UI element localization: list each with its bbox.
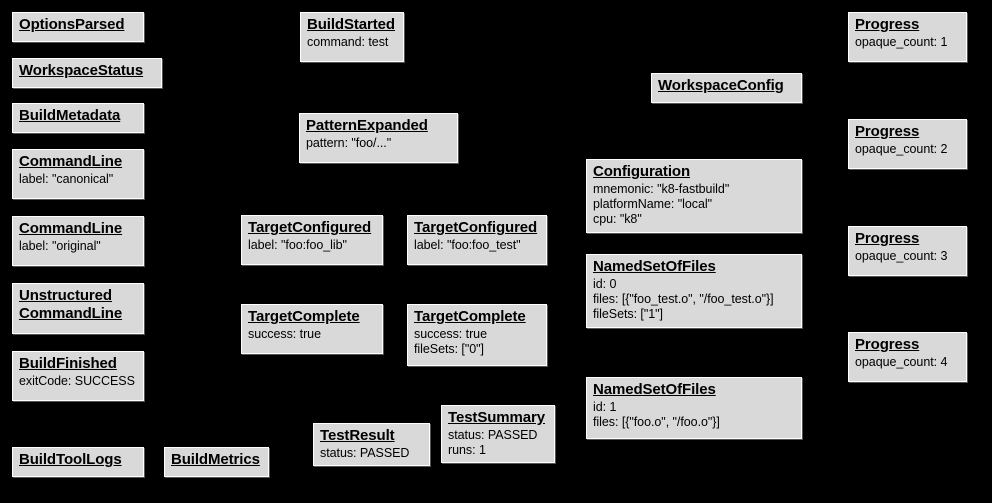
node-field: label: "foo:foo_test": [414, 238, 521, 252]
node-field: command: test: [307, 35, 389, 49]
node-field: opaque_count: 2: [855, 142, 948, 156]
node-title: TestSummary: [448, 409, 545, 426]
node-title: CommandLine: [19, 220, 123, 237]
node-field: id: 1: [593, 400, 617, 414]
node-title: TargetConfigured: [248, 219, 372, 236]
node-fields: exitCode: SUCCESS: [19, 374, 137, 389]
node-title: Progress: [855, 16, 920, 33]
node-build-started[interactable]: BuildStarted command: test: [300, 12, 404, 62]
node-title: TargetComplete: [248, 308, 360, 325]
node-field: label: "original": [19, 239, 101, 253]
node-field: platformName: "local": [593, 197, 712, 211]
node-field: opaque_count: 1: [855, 35, 948, 49]
node-field: files: [{"foo.o", "/foo.o"}]: [593, 415, 720, 429]
node-title: Unstructured CommandLine: [19, 287, 123, 322]
node-progress-1[interactable]: Progress opaque_count: 1: [848, 12, 967, 62]
node-title: BuildFinished: [19, 355, 117, 372]
node-target-complete-foo-lib[interactable]: TargetComplete success: true: [241, 304, 383, 354]
node-title: PatternExpanded: [306, 117, 428, 134]
node-field: id: 0: [593, 277, 617, 291]
node-fields: status: PASSED: [320, 446, 423, 461]
node-field: files: [{"foo_test.o", "/foo_test.o"}]: [593, 292, 774, 306]
node-title: BuildStarted: [307, 16, 395, 33]
node-title: CommandLine: [19, 153, 123, 170]
node-fields: command: test: [307, 35, 397, 50]
node-field: status: PASSED: [320, 446, 410, 460]
node-fields: mnemonic: "k8-fastbuild"platformName: "l…: [593, 182, 795, 227]
node-build-tool-logs[interactable]: BuildToolLogs: [12, 447, 144, 477]
node-field: success: true: [248, 327, 321, 341]
node-target-configured-foo-test[interactable]: TargetConfigured label: "foo:foo_test": [407, 215, 547, 265]
node-title: NamedSetOfFiles: [593, 258, 716, 275]
node-title: Configuration: [593, 163, 691, 180]
node-progress-3[interactable]: Progress opaque_count: 3: [848, 226, 967, 276]
node-title: OptionsParsed: [19, 16, 125, 33]
node-title: TargetComplete: [414, 308, 526, 325]
node-field: opaque_count: 3: [855, 249, 948, 263]
node-progress-4[interactable]: Progress opaque_count: 4: [848, 332, 967, 382]
node-workspace-config[interactable]: WorkspaceConfig: [651, 73, 802, 103]
node-field: status: PASSED: [448, 428, 538, 442]
node-field: cpu: "k8": [593, 212, 642, 226]
node-field: label: "foo:foo_lib": [248, 238, 347, 252]
node-unstructured-command-line[interactable]: Unstructured CommandLine: [12, 283, 144, 334]
node-title: WorkspaceConfig: [658, 77, 784, 94]
node-configuration[interactable]: Configuration mnemonic: "k8-fastbuild"pla…: [586, 159, 802, 233]
node-field: fileSets: ["0"]: [414, 342, 484, 356]
node-fields: opaque_count: 4: [855, 355, 960, 370]
node-title: BuildMetrics: [171, 451, 260, 468]
node-title: Progress: [855, 336, 920, 353]
node-field: fileSets: ["1"]: [593, 307, 663, 321]
node-command-line-original[interactable]: CommandLine label: "original": [12, 216, 144, 266]
node-field: exitCode: SUCCESS: [19, 374, 135, 388]
node-fields: success: true: [248, 327, 376, 342]
node-build-metrics[interactable]: BuildMetrics: [164, 447, 269, 477]
node-title: Progress: [855, 123, 920, 140]
node-options-parsed[interactable]: OptionsParsed: [12, 12, 144, 42]
node-fields: pattern: "foo/...": [306, 136, 451, 151]
node-field: mnemonic: "k8-fastbuild": [593, 182, 730, 196]
node-pattern-expanded[interactable]: PatternExpanded pattern: "foo/...": [299, 113, 458, 163]
node-fields: opaque_count: 3: [855, 249, 960, 264]
node-build-finished[interactable]: BuildFinished exitCode: SUCCESS: [12, 351, 144, 401]
node-field: opaque_count: 4: [855, 355, 948, 369]
node-target-configured-foo-lib[interactable]: TargetConfigured label: "foo:foo_lib": [241, 215, 383, 265]
node-test-result[interactable]: TestResult status: PASSED: [313, 423, 430, 466]
node-fields: opaque_count: 1: [855, 35, 960, 50]
node-fields: label: "foo:foo_lib": [248, 238, 376, 253]
node-field: pattern: "foo/...": [306, 136, 392, 150]
node-build-metadata[interactable]: BuildMetadata: [12, 103, 144, 133]
node-title: TargetConfigured: [414, 219, 538, 236]
node-field: runs: 1: [448, 443, 486, 457]
node-title: TestResult: [320, 427, 395, 444]
node-title: NamedSetOfFiles: [593, 381, 716, 398]
node-workspace-status[interactable]: WorkspaceStatus: [12, 58, 162, 88]
node-title: WorkspaceStatus: [19, 62, 144, 79]
node-fields: opaque_count: 2: [855, 142, 960, 157]
node-progress-2[interactable]: Progress opaque_count: 2: [848, 119, 967, 169]
node-title: BuildMetadata: [19, 107, 121, 124]
node-title: Progress: [855, 230, 920, 247]
node-fields: label: "original": [19, 239, 137, 254]
node-field: label: "canonical": [19, 172, 114, 186]
node-fields: label: "foo:foo_test": [414, 238, 540, 253]
node-fields: label: "canonical": [19, 172, 137, 187]
node-field: success: true: [414, 327, 487, 341]
node-command-line-canonical[interactable]: CommandLine label: "canonical": [12, 149, 144, 199]
node-title: BuildToolLogs: [19, 451, 122, 468]
